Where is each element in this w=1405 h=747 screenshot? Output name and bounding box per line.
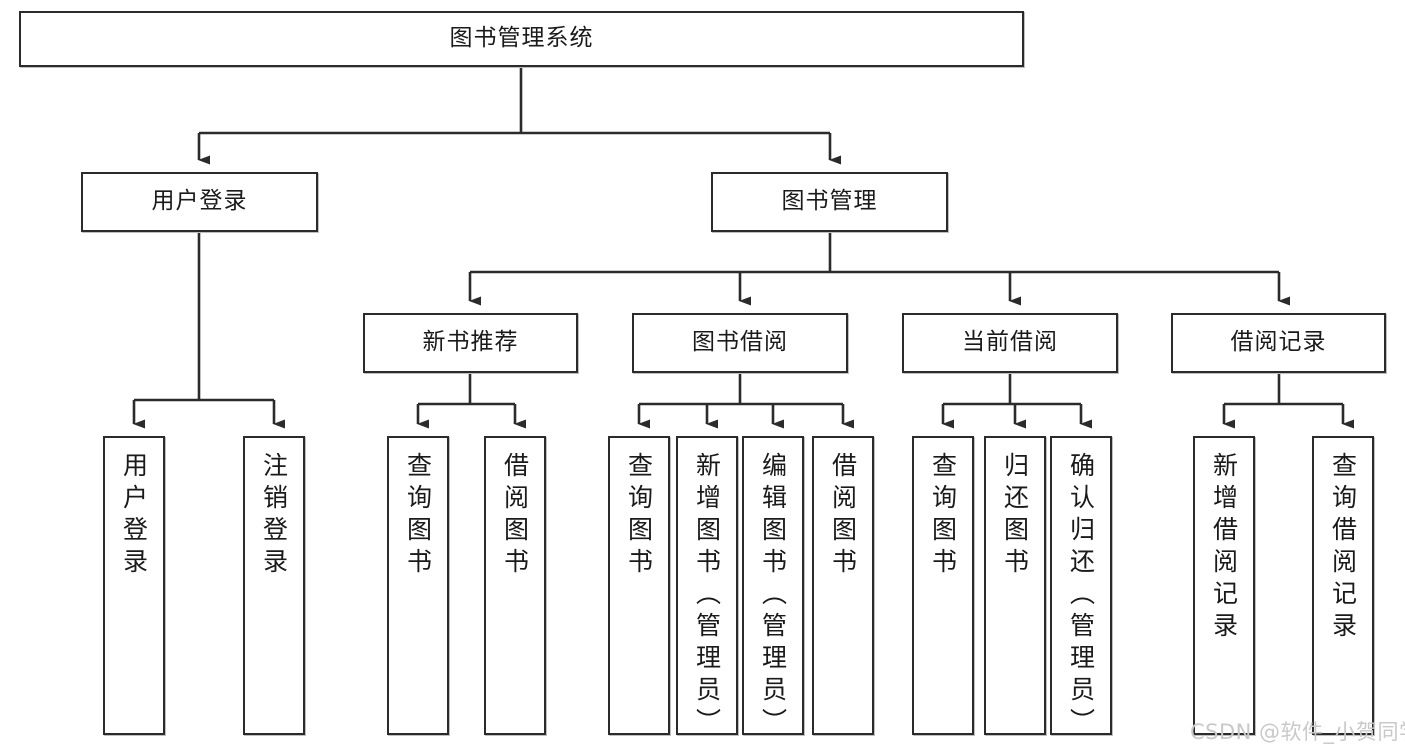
node-label: 图书管理系统 [449, 25, 594, 52]
node-label: 用户登录 [119, 452, 149, 580]
node-level3-图书借阅[interactable]: 图书借阅 [632, 313, 848, 373]
csdn-watermark: CSDN @软件_小贺同学 [1190, 720, 1405, 744]
node-label: 用户登录 [151, 188, 248, 215]
node-level3-当前借阅[interactable]: 当前借阅 [902, 313, 1118, 373]
node-label: 新增图书（管理员） [692, 452, 722, 740]
node-label: 注销登录 [259, 452, 289, 580]
node-leaf-10-确认归还管理员[interactable]: 确认归还（管理员） [1050, 436, 1112, 740]
node-label: 归还图书 [1000, 452, 1030, 580]
node-leaf-4-查询图书[interactable]: 查询图书 [608, 436, 670, 735]
node-label: 新书推荐 [422, 329, 519, 356]
node-label: 图书借阅 [692, 329, 788, 356]
node-level2-用户登录[interactable]: 用户登录 [81, 172, 318, 232]
node-leaf-0-用户登录[interactable]: 用户登录 [103, 436, 165, 735]
node-level2-图书管理[interactable]: 图书管理 [711, 172, 948, 232]
node-leaf-3-借阅图书[interactable]: 借阅图书 [484, 436, 546, 735]
node-label: 图书管理 [781, 188, 878, 215]
node-label: 借阅记录 [1230, 329, 1327, 356]
node-label: 查询图书 [403, 452, 433, 580]
node-label: 新增借阅记录 [1209, 452, 1239, 644]
node-label: 借阅图书 [500, 452, 530, 580]
node-label: 查询图书 [624, 452, 654, 580]
node-leaf-8-查询图书[interactable]: 查询图书 [912, 436, 974, 735]
node-label: 查询图书 [928, 452, 958, 580]
node-leaf-9-归还图书[interactable]: 归还图书 [984, 436, 1046, 735]
node-leaf-2-查询图书[interactable]: 查询图书 [387, 436, 449, 735]
node-leaf-1-注销登录[interactable]: 注销登录 [243, 436, 305, 735]
node-leaf-11-新增借阅记录[interactable]: 新增借阅记录 [1193, 436, 1255, 735]
node-label: 编辑图书（管理员） [758, 452, 788, 740]
node-leaf-12-查询借阅记录[interactable]: 查询借阅记录 [1312, 436, 1374, 735]
node-leaf-5-新增图书管理员[interactable]: 新增图书（管理员） [676, 436, 738, 740]
node-root-图书管理系统[interactable]: 图书管理系统 [19, 11, 1024, 67]
node-label: 确认归还（管理员） [1066, 452, 1096, 740]
node-label: 当前借阅 [962, 329, 1058, 356]
node-leaf-7-借阅图书[interactable]: 借阅图书 [812, 436, 874, 735]
node-level3-借阅记录[interactable]: 借阅记录 [1171, 313, 1386, 373]
node-level3-新书推荐[interactable]: 新书推荐 [363, 313, 578, 373]
node-leaf-6-编辑图书管理员[interactable]: 编辑图书（管理员） [742, 436, 804, 740]
node-label: 查询借阅记录 [1328, 452, 1358, 644]
node-label: 借阅图书 [828, 452, 858, 580]
